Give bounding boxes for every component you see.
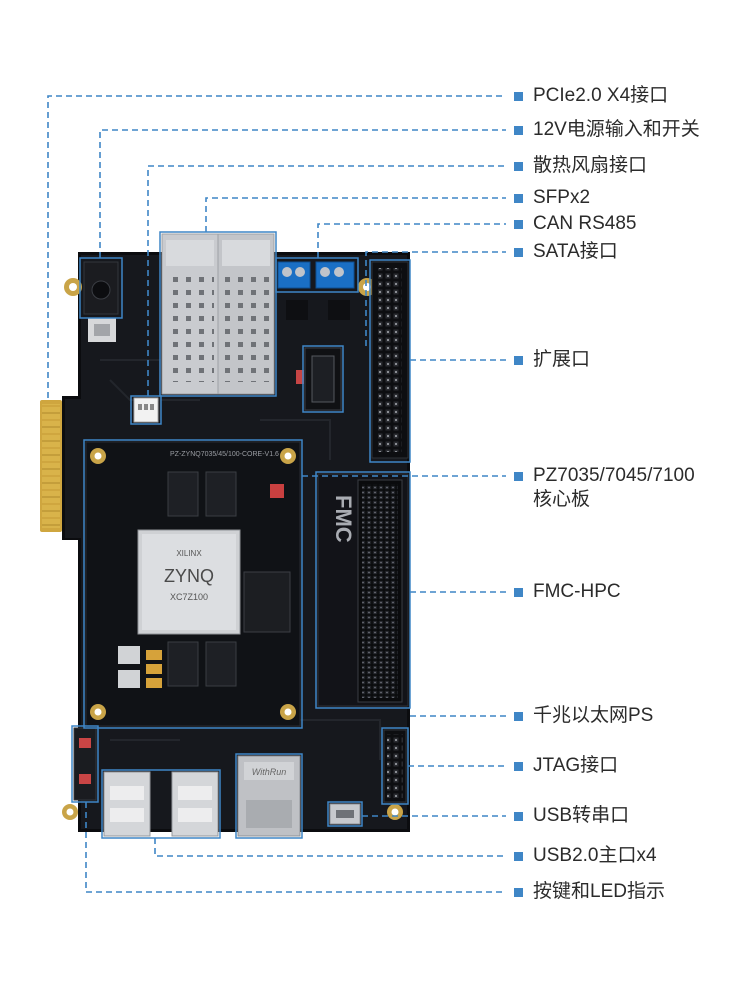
bullet-square	[514, 812, 523, 821]
chip-part: XC7Z100	[170, 592, 208, 602]
label-sata: SATA接口	[514, 240, 618, 264]
chip-name: ZYNQ	[164, 566, 214, 586]
keys-and-leds	[73, 727, 97, 801]
fmc-silkscreen: FMC	[331, 495, 356, 543]
label-fan: 散热风扇接口	[514, 154, 647, 178]
bullet-square	[514, 712, 523, 721]
usb-host-ports	[103, 771, 219, 837]
core-silkscreen: PZ-ZYNQ7035/45/100-CORE-V1.6	[170, 451, 279, 458]
label-pcie: PCIe2.0 X4接口	[514, 84, 668, 108]
chip-brand: XILINX	[176, 549, 202, 558]
bullet-square	[514, 762, 523, 771]
label-sfp: SFPx2	[514, 186, 590, 210]
bullet-square	[514, 126, 523, 135]
fan-connector	[133, 397, 159, 423]
jtag-header	[383, 729, 407, 803]
pcie-gold-finger	[40, 400, 62, 532]
bullet-square	[514, 888, 523, 897]
label-expansion: 扩展口	[514, 348, 590, 372]
sfp-cages	[161, 233, 275, 395]
can-rs485-terminals	[277, 261, 355, 320]
eth-brand: WithRun	[252, 767, 286, 777]
usb-uart-port	[329, 803, 361, 825]
label-can-rs485: CAN RS485	[514, 212, 637, 236]
ethernet-rj45: WithRun	[237, 755, 301, 837]
callout-boxes	[71, 231, 411, 839]
bullet-square	[514, 220, 523, 229]
fmc-connector: FMC	[317, 473, 409, 707]
bullet-square	[514, 356, 523, 365]
label-gigabit-ethernet: 千兆以太网PS	[514, 704, 653, 728]
core-board: PZ-ZYNQ7035/45/100-CORE-V1.6 XILINX ZYNQ…	[85, 441, 301, 727]
bullet-square	[514, 472, 523, 481]
leader-lines	[47, 95, 506, 893]
label-fmc: FMC-HPC	[514, 580, 621, 604]
bullet-square	[514, 162, 523, 171]
bullet-square	[514, 852, 523, 861]
bullet-square	[514, 588, 523, 597]
label-jtag: JTAG接口	[514, 754, 618, 778]
label-usb-uart: USB转串口	[514, 804, 629, 828]
bullet-square	[514, 194, 523, 203]
power-jack	[83, 261, 119, 342]
expansion-header	[371, 261, 409, 459]
bullet-square	[514, 248, 523, 257]
sata-connector	[296, 347, 342, 411]
label-keys-leds: 按键和LED指示	[514, 880, 665, 904]
bullet-square	[514, 92, 523, 101]
label-usb-host: USB2.0主口x4	[514, 844, 657, 868]
label-power: 12V电源输入和开关	[514, 118, 700, 142]
